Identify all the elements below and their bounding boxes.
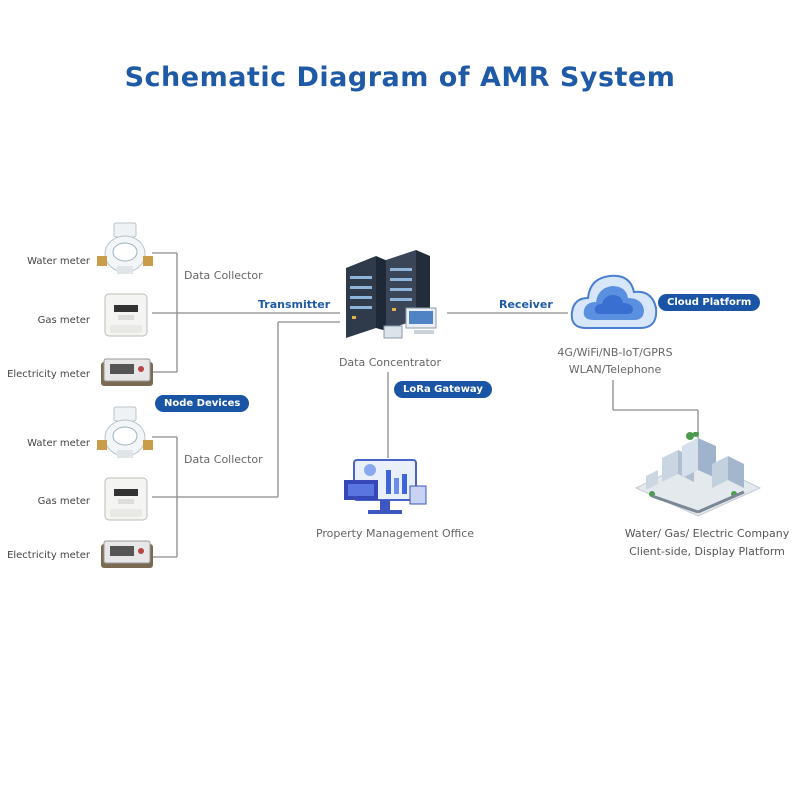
company-line1: Water/ Gas/ Electric Company bbox=[624, 527, 790, 540]
receiver-label: Receiver bbox=[499, 298, 553, 311]
water-meter-icon bbox=[97, 222, 153, 274]
water-meter-label: Water meter bbox=[27, 438, 90, 449]
cloud-icon bbox=[570, 274, 658, 329]
network-line1: 4G/WiFi/NB-IoT/GPRS bbox=[557, 346, 673, 359]
water-meter-label: Water meter bbox=[27, 256, 90, 267]
data-collector-label: Data Collector bbox=[184, 453, 263, 466]
cloud-platform-badge: Cloud Platform bbox=[658, 294, 761, 311]
company-line2: Client-side, Display Platform bbox=[629, 545, 785, 558]
monitor-dashboard-icon bbox=[344, 459, 427, 514]
city-buildings-icon bbox=[634, 432, 762, 517]
gas-meter-label: Gas meter bbox=[37, 315, 90, 326]
gas-meter-icon bbox=[104, 293, 148, 337]
data-collector-label: Data Collector bbox=[184, 269, 263, 282]
page-title: Schematic Diagram of AMR System bbox=[124, 62, 676, 93]
gas-meter-icon bbox=[104, 477, 148, 521]
electricity-meter-label: Electricity meter bbox=[7, 369, 90, 380]
server-rack-icon bbox=[346, 250, 437, 339]
data-concentrator-label: Data Concentrator bbox=[338, 356, 442, 369]
water-meter-icon bbox=[97, 406, 153, 458]
transmitter-label: Transmitter bbox=[258, 298, 331, 311]
node-devices-badge: Node Devices bbox=[155, 395, 250, 412]
gas-meter-label: Gas meter bbox=[37, 496, 90, 507]
electricity-meter-icon bbox=[101, 358, 153, 386]
electricity-meter-icon bbox=[101, 540, 153, 568]
property-office-label: Property Management Office bbox=[315, 527, 475, 540]
network-line2: WLAN/Telephone bbox=[568, 363, 662, 376]
electricity-meter-label: Electricity meter bbox=[7, 550, 90, 561]
lora-gateway-badge: LoRa Gateway bbox=[394, 381, 492, 398]
